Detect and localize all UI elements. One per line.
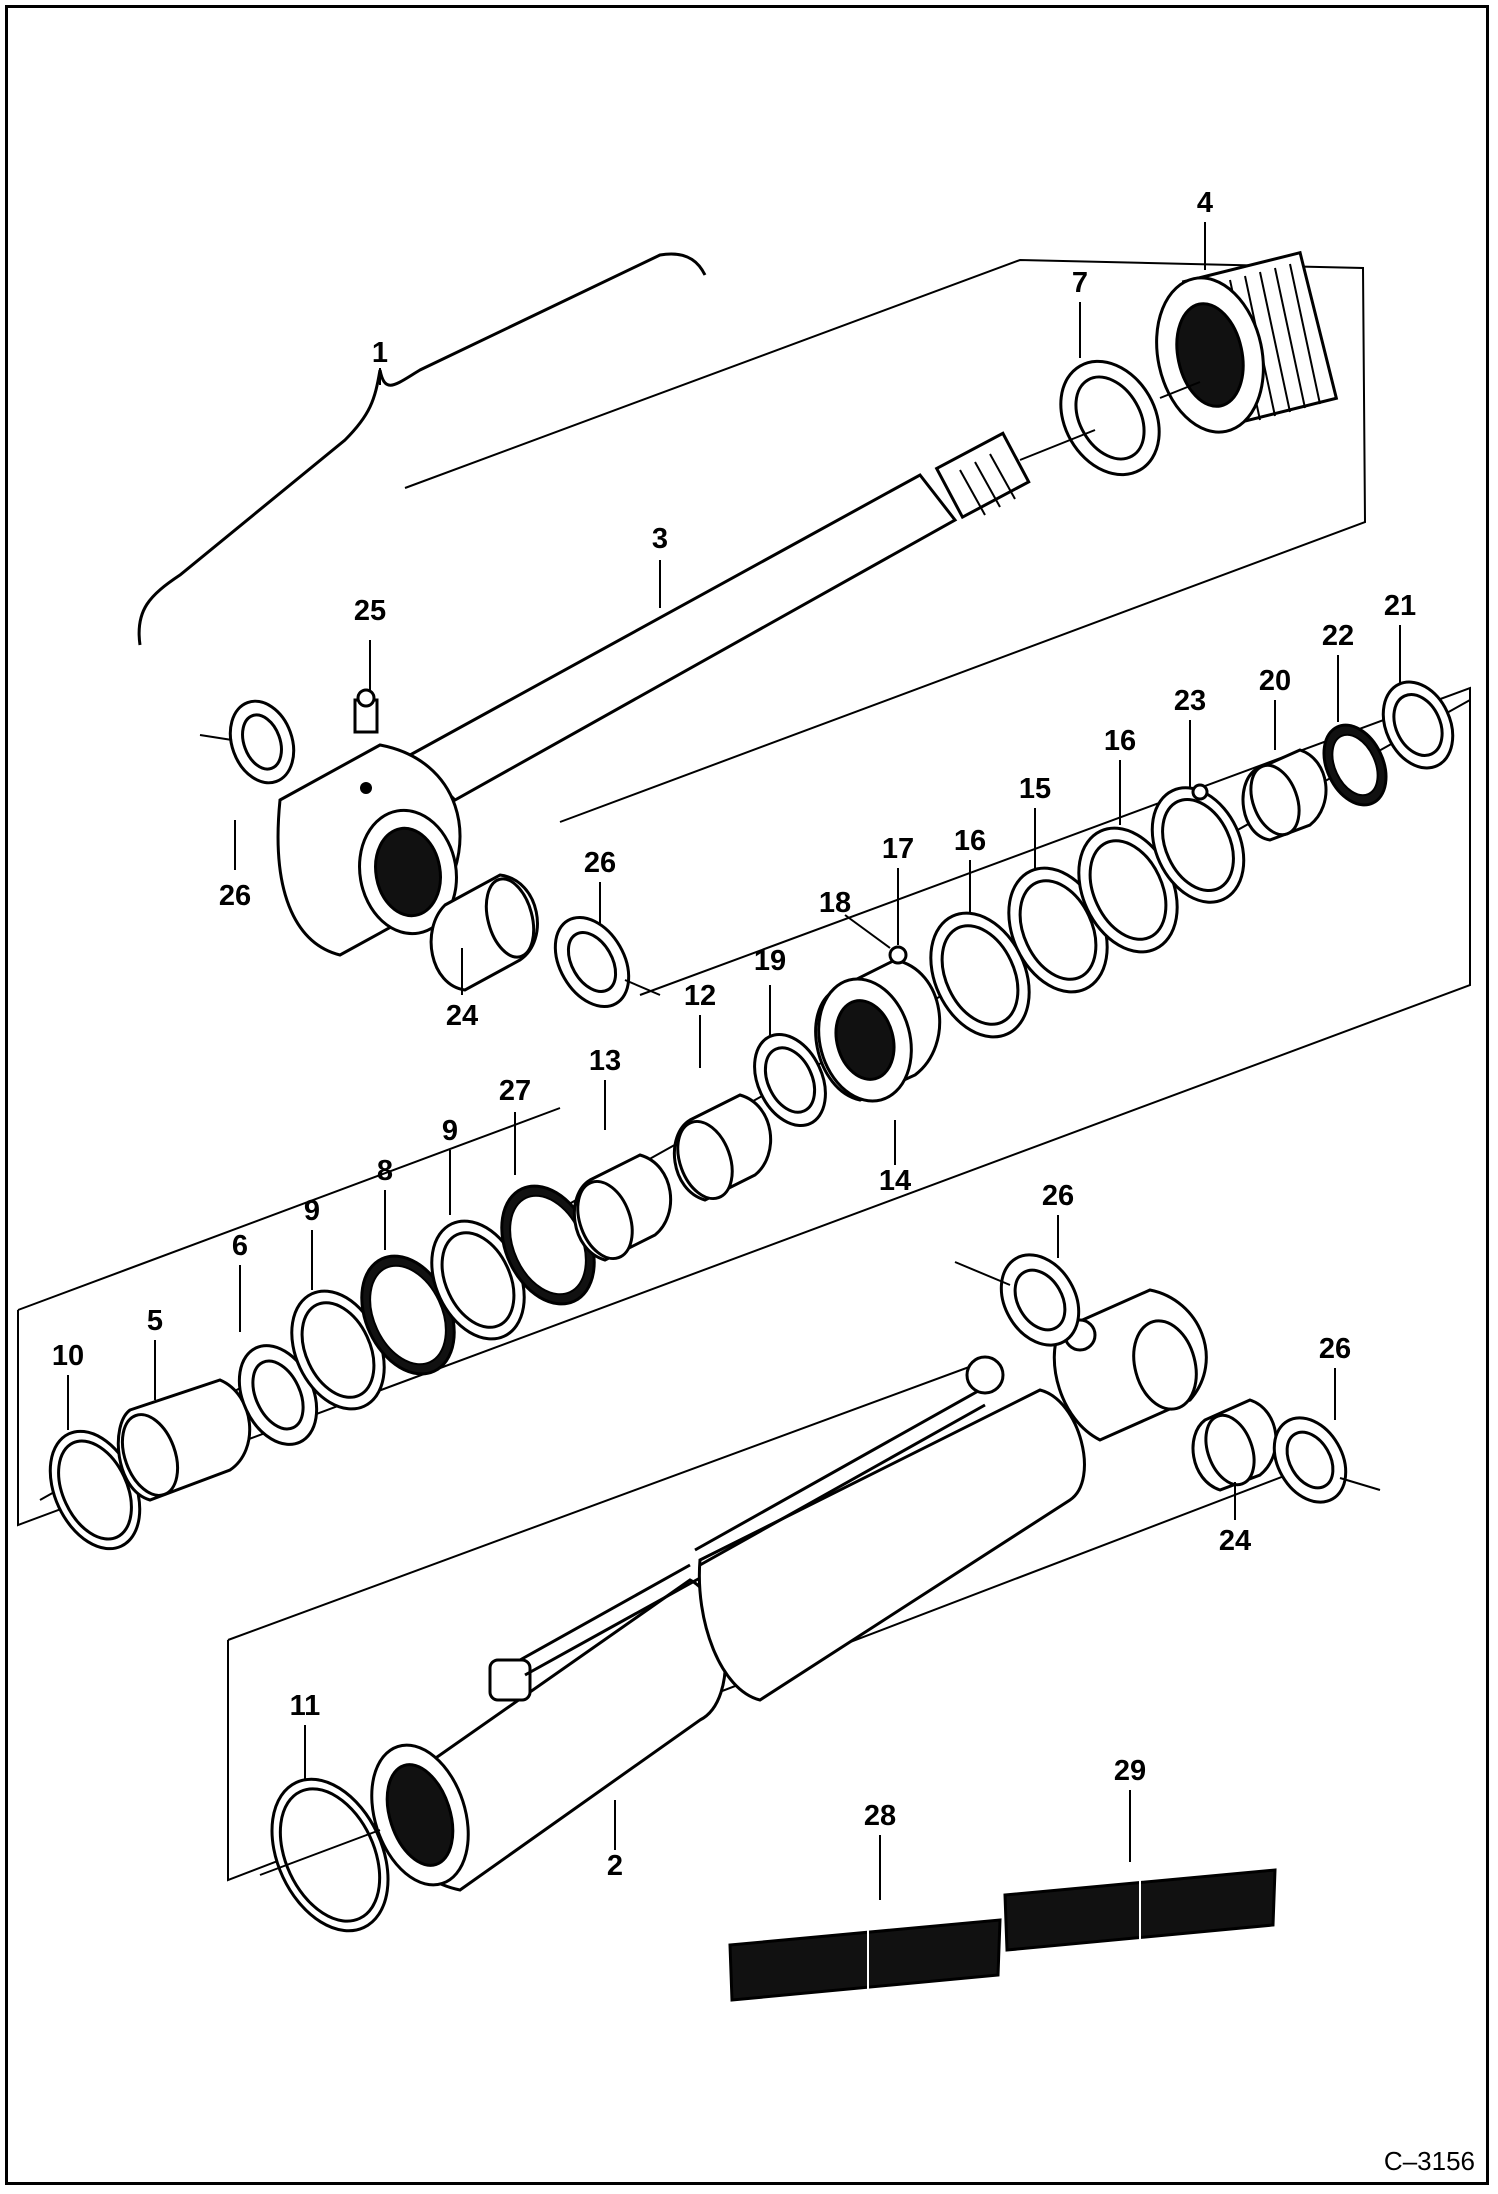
callout-26a: 26 <box>219 880 251 912</box>
leader-lines <box>67 222 1401 1900</box>
rod-eye-parts <box>199 699 661 1009</box>
callout-1: 1 <box>372 337 388 369</box>
callout-16b: 16 <box>1104 725 1136 757</box>
callout-29: 29 <box>1114 1755 1146 1787</box>
callout-26c: 26 <box>1042 1180 1074 1212</box>
callout-5: 5 <box>147 1305 163 1337</box>
callout-25: 25 <box>354 595 386 627</box>
callout-16a: 16 <box>954 825 986 857</box>
drawing-frame <box>5 5 1489 2185</box>
callout-11: 11 <box>290 1690 321 1722</box>
callout-9b: 9 <box>442 1115 458 1147</box>
callout-12: 12 <box>684 980 716 1012</box>
callout-18: 18 <box>819 887 851 919</box>
callout-13: 13 <box>589 1045 621 1077</box>
callout-17: 17 <box>882 833 914 865</box>
callout-28: 28 <box>864 1800 896 1832</box>
callout-8: 8 <box>377 1155 393 1187</box>
callout-21: 21 <box>1384 590 1416 622</box>
callout-4: 4 <box>1197 187 1213 219</box>
callout-15: 15 <box>1019 773 1051 805</box>
callout-2: 2 <box>607 1850 623 1882</box>
callout-7: 7 <box>1072 267 1088 299</box>
barrel-end-parts <box>259 1253 1381 1933</box>
callout-26d: 26 <box>1319 1333 1351 1365</box>
callout-27: 27 <box>499 1075 531 1107</box>
callout-20: 20 <box>1259 665 1291 697</box>
callouts: 1 2 3 4 5 6 7 8 9 9 10 11 12 13 14 15 16… <box>52 187 1416 1882</box>
callout-26b: 26 <box>584 847 616 879</box>
callout-24b: 24 <box>1219 1525 1251 1557</box>
seal-ring-7 <box>1059 359 1161 477</box>
callout-24a: 24 <box>446 1000 478 1032</box>
gland-nut <box>1155 250 1339 434</box>
callout-22: 22 <box>1322 620 1354 652</box>
callout-23: 23 <box>1174 685 1206 717</box>
callout-3: 3 <box>652 523 668 555</box>
callout-19: 19 <box>754 945 786 977</box>
piston-seal-stack <box>39 680 1471 1551</box>
callout-9a: 9 <box>304 1195 320 1227</box>
callout-10: 10 <box>52 1340 84 1372</box>
drawing-code: C–3156 <box>1384 2146 1475 2176</box>
piston-rod <box>276 431 1031 957</box>
callout-14: 14 <box>879 1165 911 1197</box>
callout-6: 6 <box>232 1230 248 1262</box>
cylinder-barrel <box>370 1288 1208 1892</box>
decals <box>728 1868 1277 2002</box>
assembly-brace <box>137 252 707 646</box>
